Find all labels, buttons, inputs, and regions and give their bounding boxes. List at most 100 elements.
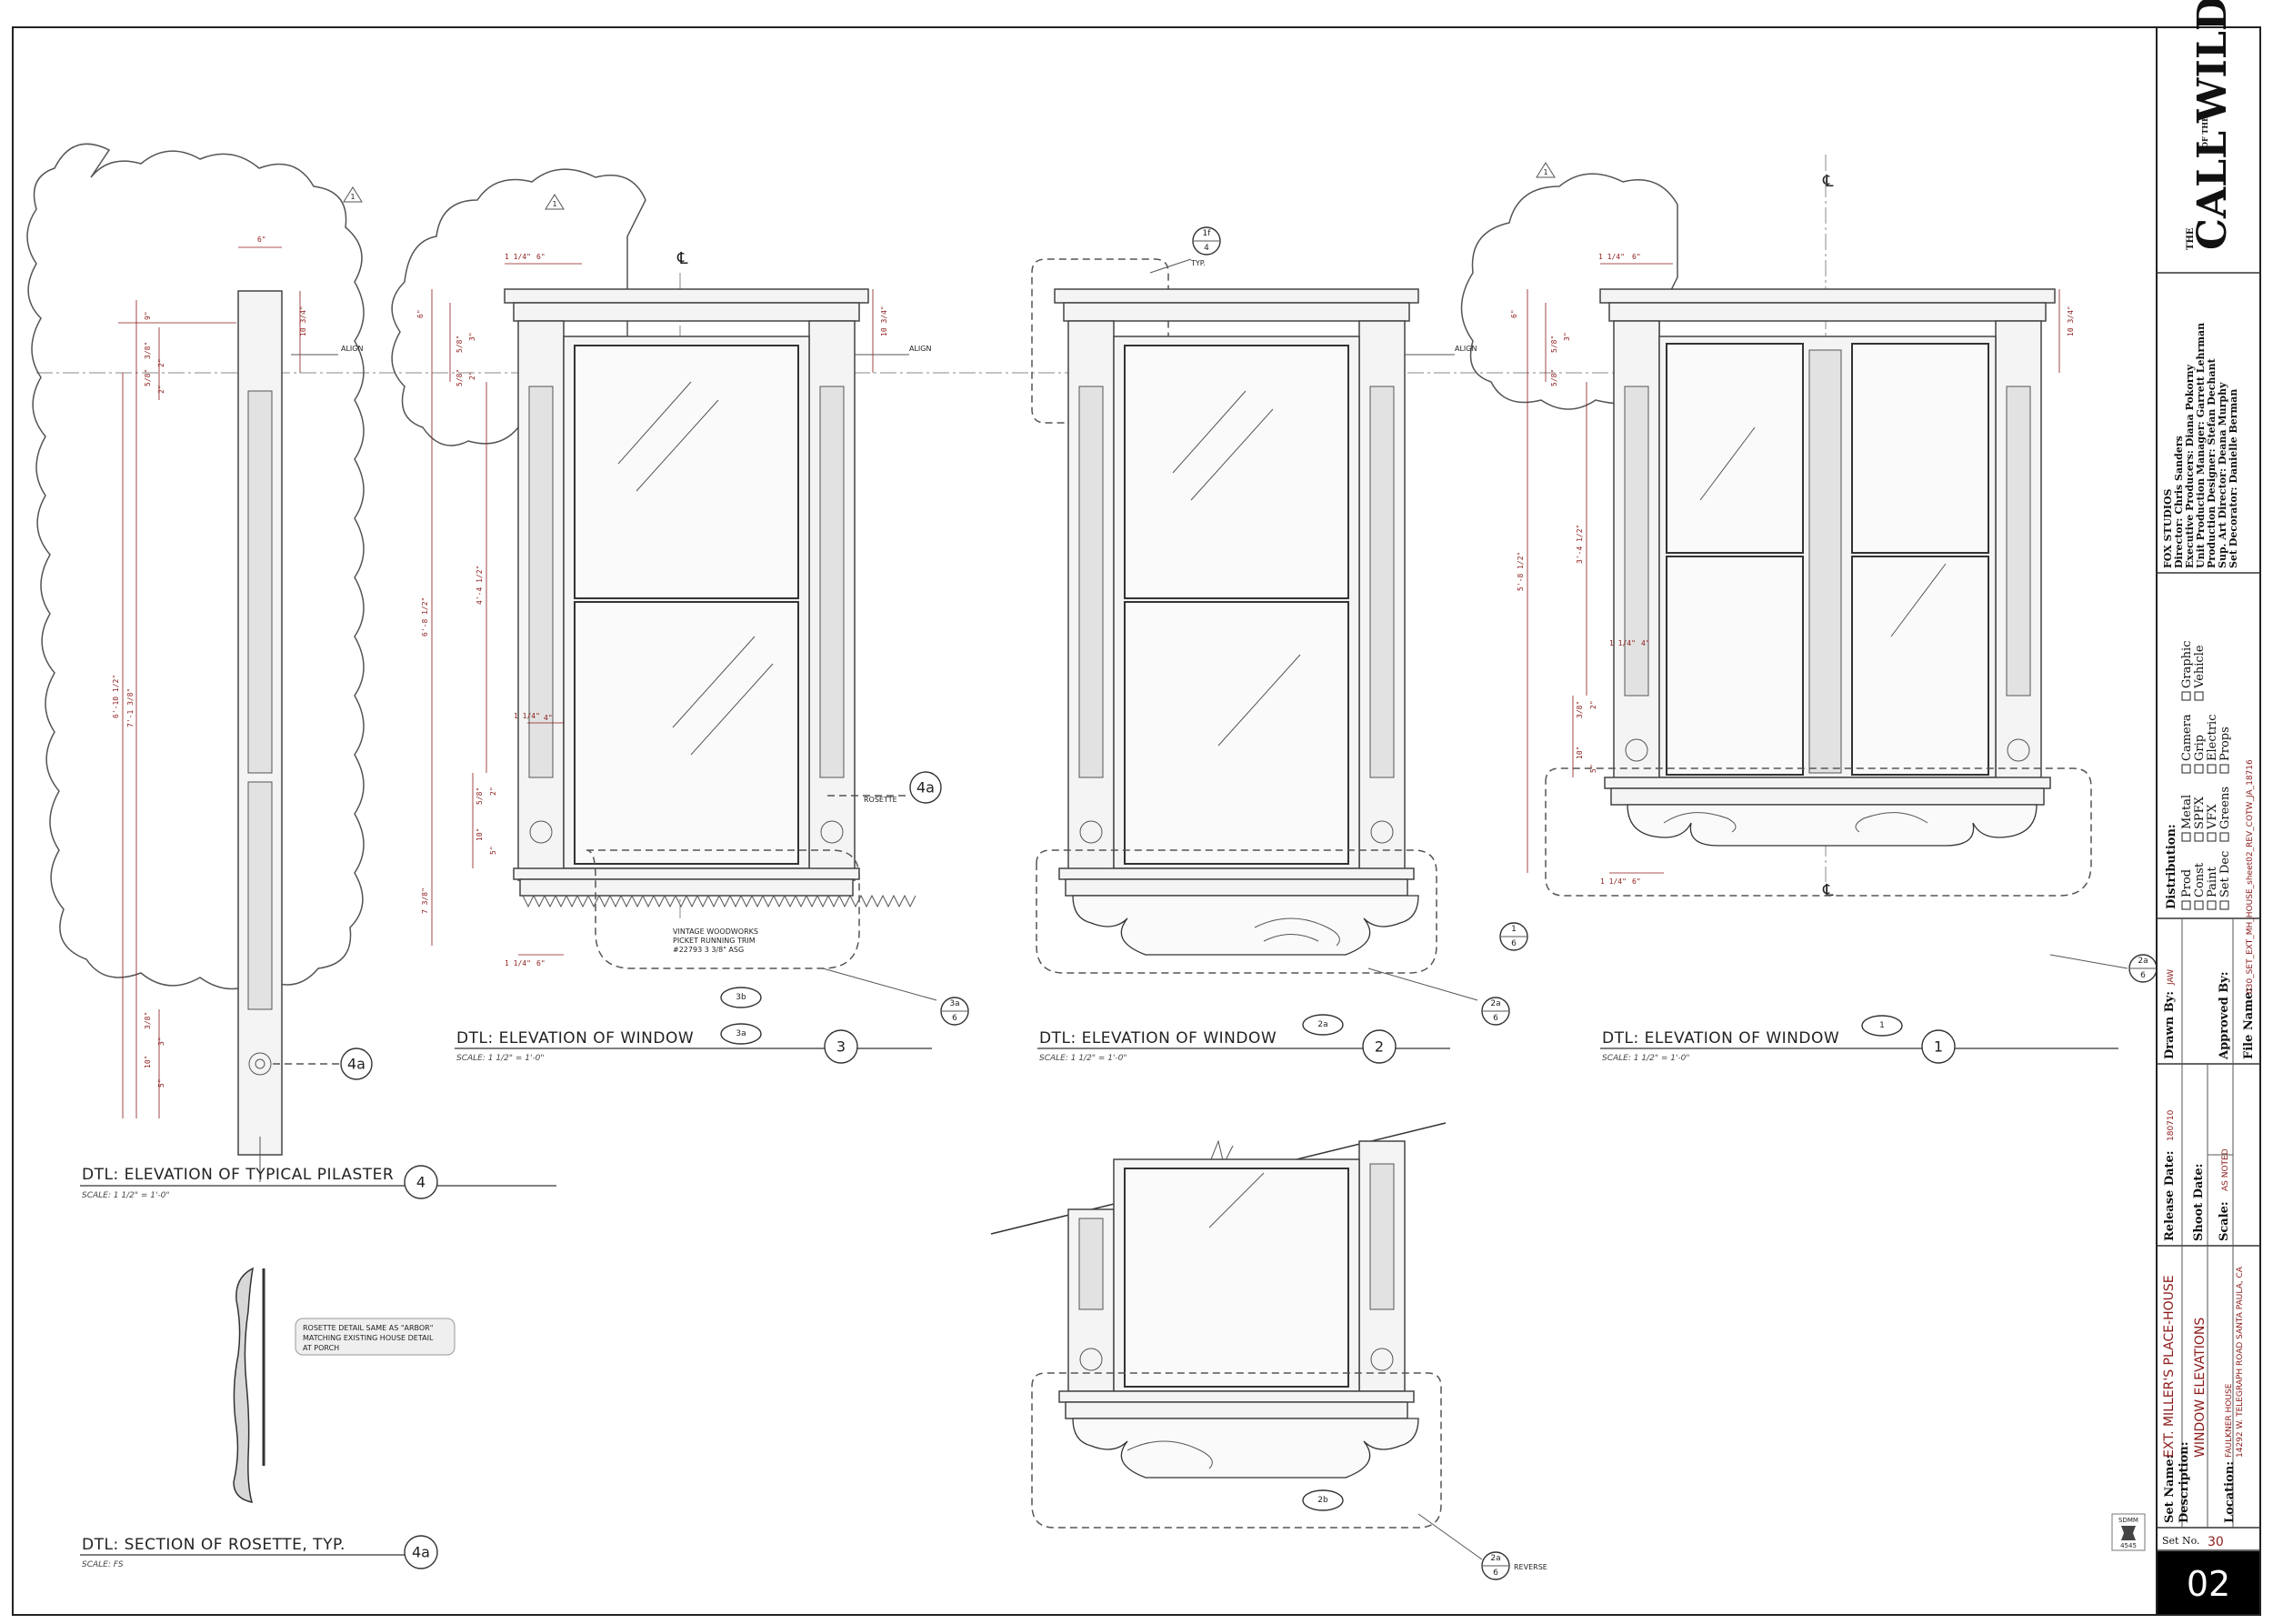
distribution-checklist: Prod Const Paint Set Dec Metal SPFX VFX … xyxy=(2180,641,2232,910)
dist-metal: Metal xyxy=(2180,795,2194,829)
approved-by-label: Approved By: xyxy=(2218,971,2231,1060)
w1-dim-14: 1 1/4" xyxy=(1609,639,1636,647)
rosette-section-detail: ROSETTE DETAIL SAME AS "ARBOR" MATCHING … xyxy=(80,1267,456,1569)
dist-check-electric[interactable] xyxy=(2207,764,2217,774)
dist-graphic: Graphic xyxy=(2180,641,2194,688)
description-value: WINDOW ELEVATIONS xyxy=(2193,1318,2208,1458)
window-1-bubble-text: 1 xyxy=(1934,1038,1943,1056)
w3-dim-14: 5" xyxy=(489,846,497,855)
w1-dim-17: 6" xyxy=(1632,877,1641,886)
w3-dim-13: 10" xyxy=(476,828,484,841)
dist-check-prod[interactable] xyxy=(2181,900,2191,910)
scale-value: AS NOTED xyxy=(2221,1148,2230,1191)
w3-dim-5: 3" xyxy=(468,332,476,341)
partial-bracket xyxy=(1072,1418,1419,1479)
pilaster-scale: SCALE: 1 1/2" = 1'-0" xyxy=(82,1191,170,1200)
dist-check-paint[interactable] xyxy=(2207,900,2217,910)
dist-check-graphic[interactable] xyxy=(2181,691,2191,701)
drawn-by-value: JAW xyxy=(2167,969,2176,986)
partial-right-rosette xyxy=(1370,1348,1394,1371)
pilaster-detail: 1 6" 10 3/4" 9" 3/8" 2" 5/8" 2" 6'-10 1/… xyxy=(26,143,556,1200)
window-1-sill xyxy=(1604,777,2051,789)
window-1-left-panel xyxy=(1624,386,1649,697)
window-1-detail: 1 ℄ ℄ 1 6 xyxy=(1405,155,2158,1064)
window-3-glass-reflection-3 xyxy=(672,636,756,728)
partial-sill xyxy=(1058,1390,1415,1403)
dist-check-vehicle[interactable] xyxy=(2194,691,2204,701)
rosette-bubble xyxy=(404,1535,438,1569)
window-1-mullion xyxy=(1808,349,1842,774)
window-3-glass-reflection-2 xyxy=(636,399,719,492)
window-2-upper-sash xyxy=(1124,345,1349,599)
w3-dim-2: 6" xyxy=(536,253,546,261)
window-2-glass-reflection-3 xyxy=(1217,654,1301,747)
window-2-bracket-callout xyxy=(1036,849,1437,974)
window-3-lower-sash xyxy=(574,601,799,865)
window-2-ref-top: 2a xyxy=(1490,999,1500,1008)
window-3-cornice-top xyxy=(504,288,869,304)
window-1-bracket-callout xyxy=(1545,767,2092,897)
w3-dim-19: 4" xyxy=(544,714,553,722)
window-2-detail-leader xyxy=(1149,258,1192,274)
sheet-number: 02 xyxy=(2187,1564,2230,1604)
set-name-label: Set Name: xyxy=(2163,1455,2177,1523)
dist-check-const[interactable] xyxy=(2194,900,2204,910)
w3-dim-17: 1 1/4" xyxy=(505,959,531,967)
window-2-detail-top: 1f xyxy=(1203,229,1212,238)
pilaster-dim-b: 2" xyxy=(157,358,165,367)
dist-check-vfx[interactable] xyxy=(2207,832,2217,842)
rosette-profile xyxy=(233,1267,254,1503)
logo-wild: WILD xyxy=(2189,0,2236,124)
w3-dim-16: 7 3/8" xyxy=(421,887,429,914)
w1-dim-5: 3" xyxy=(1563,332,1571,341)
dist-greens: Greens xyxy=(2218,787,2232,829)
dist-const: Const xyxy=(2193,862,2207,897)
w1-dim-3: 6" xyxy=(1510,309,1518,318)
credit-director: Director: Chris Sanders xyxy=(2173,436,2185,568)
partial-ref-label: REVERSE xyxy=(1514,1563,1547,1571)
dist-check-props[interactable] xyxy=(2219,764,2229,774)
studio-name: FOX STUDIOS xyxy=(2162,488,2174,568)
credit-upm: Unit Production Manager: Garrett Lehrman xyxy=(2195,323,2207,568)
partial-glass-reflection xyxy=(1208,1172,1265,1228)
logo-the: THE xyxy=(2186,227,2196,250)
call-of-the-wild-logo: THE CALL OF THE WILD xyxy=(2186,0,2236,250)
window-1-centerline-symbol-bottom: ℄ xyxy=(1822,881,1834,900)
release-date-label: Release Date: xyxy=(2163,1150,2177,1241)
dist-check-camera[interactable] xyxy=(2181,764,2191,774)
window-3-ref-leader xyxy=(822,967,937,1001)
window-3-ref-bottom: 6 xyxy=(952,1014,957,1023)
credit-production-designer: Production Designer: Stefan Dechant xyxy=(2206,357,2218,568)
window-3-ref-top: 3a xyxy=(949,999,959,1008)
window-2-cornice xyxy=(1063,302,1410,322)
pilaster-rosette xyxy=(248,1052,272,1076)
dist-check-setdec[interactable] xyxy=(2219,900,2229,910)
window-2-ref-leader xyxy=(1367,967,1478,1001)
window-1-left-rosette xyxy=(1625,738,1648,762)
dist-check-greens[interactable] xyxy=(2219,832,2229,842)
dist-vehicle: Vehicle xyxy=(2193,645,2207,689)
partial-left-rosette xyxy=(1079,1348,1103,1371)
pilaster-rosette-callout xyxy=(340,1048,373,1080)
window-1-ref-leader xyxy=(2049,954,2128,969)
rosette-title: DTL: SECTION OF ROSETTE, TYP. xyxy=(82,1536,345,1554)
window-1-right-upper xyxy=(1851,343,1989,554)
window-1-tag-text: 1 xyxy=(1879,1021,1885,1030)
credit-set-decorator: Set Decorator: Danielle Berman xyxy=(2228,389,2239,568)
union-mark-frame xyxy=(2111,1513,2146,1551)
window-3-glass-reflection-1 xyxy=(617,381,692,465)
window-1-centerline-symbol: ℄ xyxy=(1822,172,1834,191)
pilaster-dim-f: 3" xyxy=(157,1037,165,1046)
dist-setdec: Set Dec xyxy=(2218,851,2232,897)
partial-tag xyxy=(1302,1489,1344,1511)
dist-check-spfx[interactable] xyxy=(2194,832,2204,842)
window-2-tag xyxy=(1302,1014,1344,1036)
window-3-upper-sash xyxy=(574,345,799,599)
dist-check-grip[interactable] xyxy=(2194,764,2204,774)
pilaster-dim-body: 7'-1 3/8" xyxy=(126,688,135,727)
rosette-scale: SCALE: FS xyxy=(82,1560,124,1569)
window-3-centerline-symbol: ℄ xyxy=(676,249,688,268)
dist-check-metal[interactable] xyxy=(2181,832,2191,842)
pilaster-revision-cloud xyxy=(26,143,365,990)
location-label: Location: xyxy=(2223,1461,2237,1523)
